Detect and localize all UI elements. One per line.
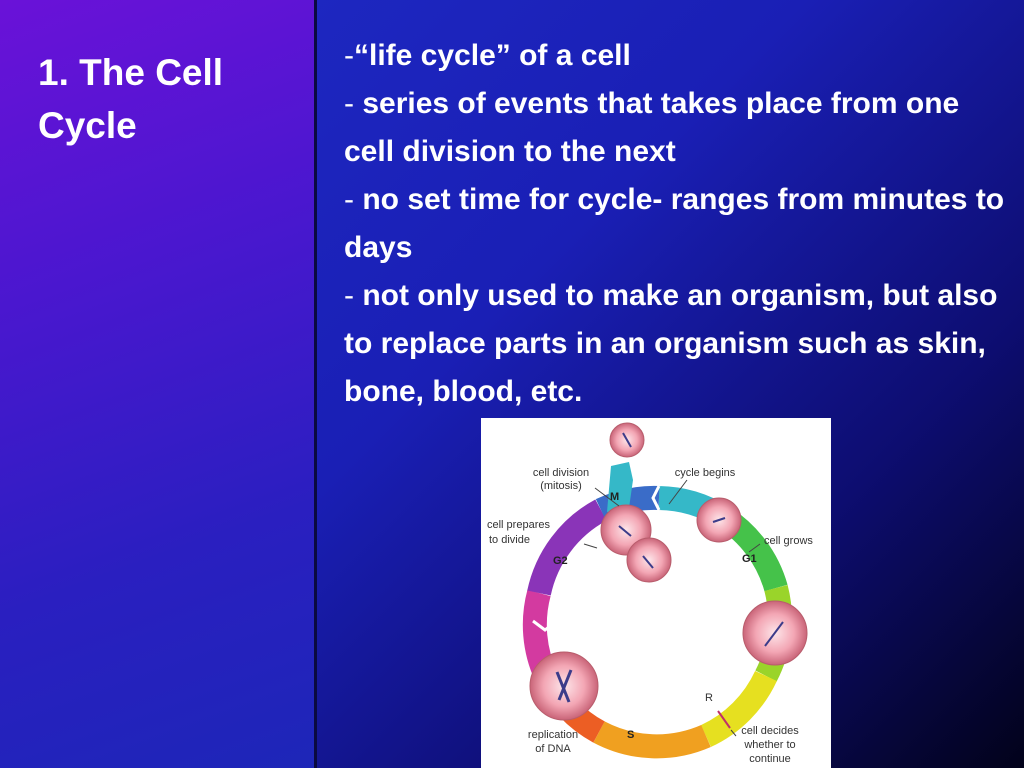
label-of-dna: of DNA: [535, 743, 571, 755]
bullet-text: “life cycle” of a cell: [354, 39, 631, 72]
label-mitosis: (mitosis): [540, 480, 582, 492]
left-panel: [0, 0, 314, 768]
ring-segment-g2-b: [527, 499, 607, 596]
label-continue: continue: [749, 753, 791, 765]
bullet-item: - not only used to make an organism, but…: [344, 272, 1009, 416]
ring-segment-r: [700, 670, 777, 747]
ring-segment-s-a: [593, 721, 711, 759]
bullet-list: -“life cycle” of a cell - series of even…: [344, 32, 1009, 416]
label-to-divide: to divide: [489, 534, 530, 546]
restriction-point-marker: [717, 710, 731, 729]
label-cell-division: cell division: [533, 467, 589, 479]
bullet-dash: -: [344, 87, 363, 120]
panel-divider: [314, 0, 317, 768]
phase-label-s: S: [627, 729, 634, 741]
label-cell-decides: cell decides: [741, 725, 799, 737]
label-cell-grows: cell grows: [764, 535, 813, 547]
phase-label-r: R: [705, 692, 713, 704]
slide-title: 1. The Cell Cycle: [38, 52, 224, 146]
mitosis-tab: [607, 462, 633, 512]
phase-label-g1: G1: [742, 553, 757, 565]
bullet-dash: -: [344, 183, 363, 216]
cell-cycle-diagram: cell division (mitosis) cycle begins cel…: [481, 418, 831, 768]
cells: [529, 422, 808, 721]
bullet-item: - series of events that takes place from…: [344, 80, 1009, 176]
label-whether-to: whether to: [743, 739, 795, 751]
label-cell-prepares: cell prepares: [487, 519, 550, 531]
bullet-text: not only used to make an organism, but a…: [344, 279, 998, 408]
phase-label-m: M: [610, 491, 619, 503]
bullet-dash: -: [344, 39, 354, 72]
bullet-dash: -: [344, 279, 363, 312]
cell-dividing-b: [626, 537, 672, 583]
label-replication: replication: [528, 729, 578, 741]
cell-cycle-svg: cell division (mitosis) cycle begins cel…: [487, 422, 813, 765]
bullet-text: no set time for cycle- ranges from minut…: [344, 183, 1005, 264]
ring-notches: [532, 485, 661, 632]
phase-label-g2: G2: [553, 555, 568, 567]
bullet-item: -“life cycle” of a cell: [344, 32, 1009, 80]
bullet-text: series of events that takes place from o…: [344, 87, 960, 168]
bullet-item: - no set time for cycle- ranges from min…: [344, 176, 1009, 272]
label-cycle-begins: cycle begins: [675, 467, 736, 479]
